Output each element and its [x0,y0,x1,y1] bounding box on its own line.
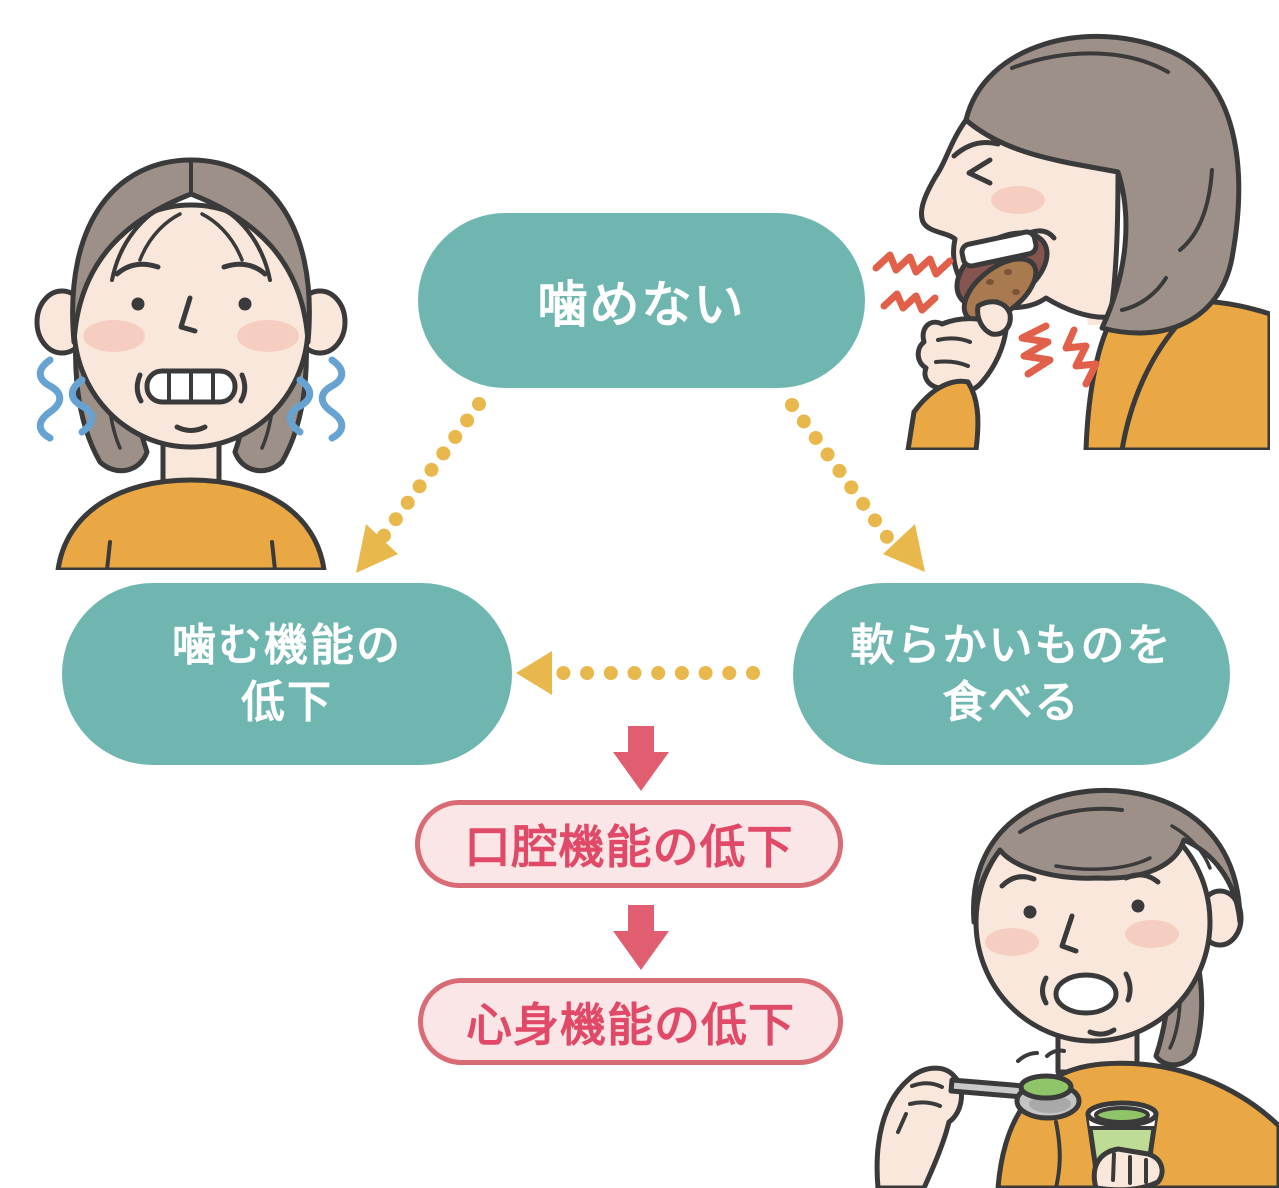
open-mouth [1053,972,1119,1016]
arrowhead-horizontal-icon [516,651,552,695]
closed-eye [966,157,993,186]
dotted-arrow-top-to-left [376,397,486,544]
arm [874,1065,964,1188]
trembling-lines-icon [36,356,346,442]
eyebrow [1123,872,1161,885]
cheek-line [1029,228,1057,241]
node-chewing-function-decline-line1: 噛む機能の [172,620,402,670]
blush [1125,920,1179,948]
hair [971,787,1243,925]
eye [1023,905,1037,919]
pain-zigzag-icon [872,251,1100,388]
node-cannot-chew: 噛めない [418,213,865,388]
node-cannot-chew-label: 噛めない [537,276,746,333]
blush [237,320,299,352]
node-oral-function-decline: 口腔機能の低下 [415,800,843,888]
chin-line [174,424,208,433]
sleeve [905,378,981,450]
node-eat-soft-foods-line2: 食べる [942,678,1081,727]
red-arrow-to-mindbody-icon [613,905,669,970]
eye [131,297,145,311]
node-mind-body-function-decline: 心身機能の低下 [418,978,843,1065]
node-eat-soft-foods-line1: 軟らかいものを [850,620,1173,670]
blush [991,186,1045,214]
node-chewing-function-decline: 噛む機能の 低下 [62,583,512,765]
woman-biting-hard-food-illustration [872,33,1270,450]
node-mind-body-function-decline-label: 心身機能の低下 [466,998,795,1051]
tremble-mark-icon [1016,1051,1039,1063]
eye [238,297,252,311]
cup-drink [1094,1106,1150,1124]
finger [975,299,1013,337]
eyebrow [114,261,161,277]
shirt [55,477,327,570]
eyebrow [951,140,1001,159]
eyebrow [221,261,268,277]
red-arrow-to-oral-icon [613,726,669,791]
hair [963,33,1242,336]
node-eat-soft-foods: 軟らかいものを 食べる [793,583,1230,765]
blush [985,928,1039,956]
node-chewing-function-decline-line2: 低下 [241,678,333,727]
eye [1131,899,1145,913]
tremble-mark-icon [1045,1048,1066,1058]
eyebrow [999,874,1037,889]
node-oral-function-decline-label: 口腔機能の低下 [464,821,794,873]
arrowhead-right-icon [883,524,925,572]
blush [83,320,145,352]
puree-icon [1018,1073,1074,1101]
worried-woman-illustration [34,157,348,570]
upper-teeth [959,229,1039,269]
nose [1059,913,1079,954]
nose [178,295,198,334]
woman-eating-puree-illustration [874,787,1279,1188]
chin-line [1087,1027,1117,1037]
